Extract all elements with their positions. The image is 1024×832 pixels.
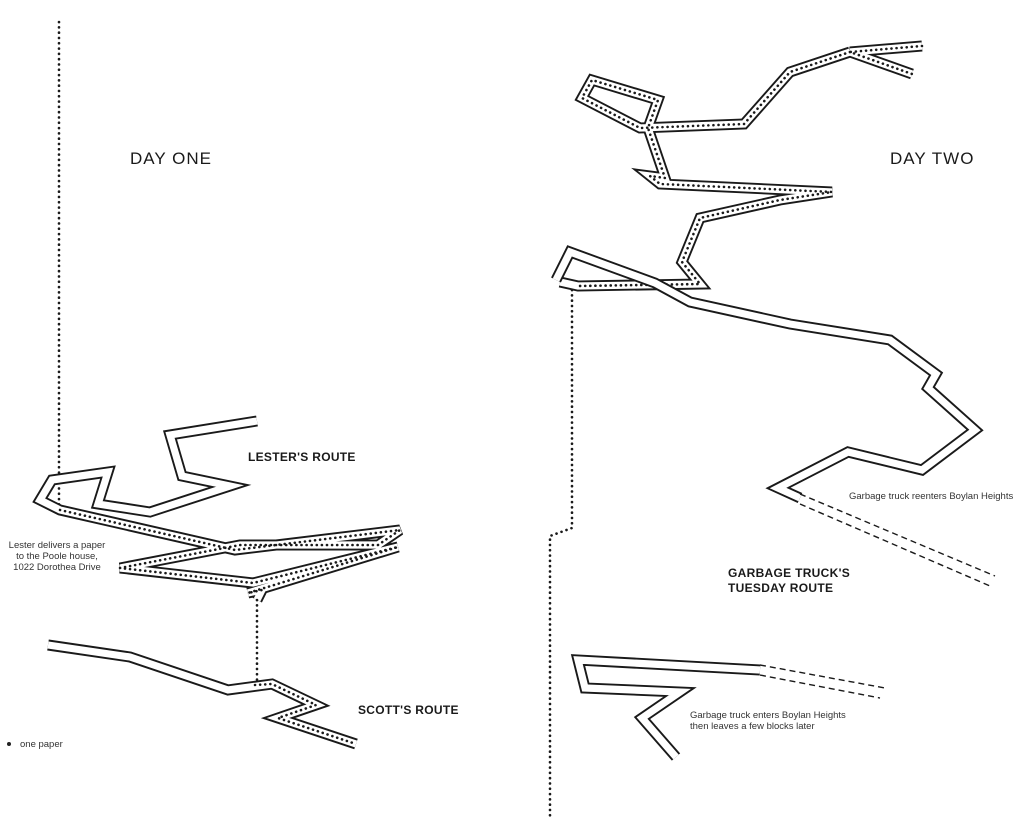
lester-note-line3: 1022 Dorothea Drive	[13, 562, 101, 573]
garbage-truck-route-upper	[551, 245, 996, 587]
legend: one paper	[7, 739, 63, 750]
lester-delivery-note: Lester delivers a paper to the Poole hou…	[2, 540, 112, 573]
garbage-enters-line2: then leaves a few blocks later	[690, 721, 815, 732]
lester-route	[32, 415, 404, 603]
garbage-route-label: GARBAGE TRUCK'S TUESDAY ROUTE	[728, 566, 850, 596]
garbage-reenters-note: Garbage truck reenters Boylan Heights	[849, 491, 1014, 502]
garbage-route-label-line2: TUESDAY ROUTE	[728, 581, 834, 595]
garbage-enters-line1: Garbage truck enters Boylan Heights	[690, 710, 846, 721]
dot-icon	[7, 742, 11, 747]
garbage-truck-route-lower	[570, 654, 886, 761]
scott-route-label: SCOTT'S ROUTE	[358, 703, 459, 717]
scott-route	[47, 639, 358, 750]
lester-note-line1: Lester delivers a paper	[8, 540, 106, 551]
day-two-paper-route	[558, 40, 924, 292]
lester-route-label: LESTER'S ROUTE	[248, 450, 356, 464]
day-one-title: DAY ONE	[130, 149, 212, 168]
legend-one-paper: one paper	[20, 739, 63, 750]
garbage-route-label-line1: GARBAGE TRUCK'S	[728, 566, 851, 580]
day-two-dotted-descent	[548, 288, 574, 820]
day-two-title: DAY TWO	[890, 149, 975, 168]
lester-note-line2: to the Poole house,	[16, 551, 98, 562]
garbage-enters-note: Garbage truck enters Boylan Heights then…	[690, 710, 846, 732]
